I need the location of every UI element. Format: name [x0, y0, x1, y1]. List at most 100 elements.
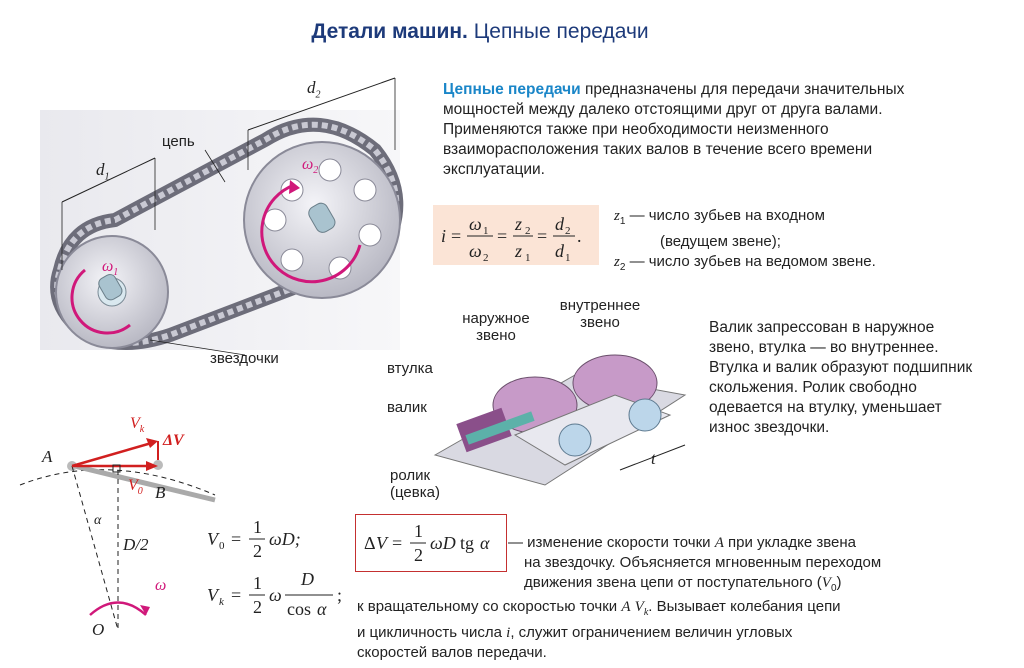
d2-label: d2 [307, 78, 321, 101]
vk-label: Vk [130, 415, 145, 436]
svg-text:tg: tg [460, 533, 474, 553]
intro-paragraph: Цепные передачи предназначены для переда… [443, 80, 963, 180]
svg-text:d: d [555, 214, 565, 234]
vk-vector [71, 440, 156, 468]
dv-label: ΔV [163, 432, 184, 449]
inner-link-label: внутреннее звено [559, 297, 641, 331]
pin-label: валик [387, 399, 427, 416]
link-description: Валик запрессован в наружное звено, втул… [709, 319, 973, 436]
chain-link-line [69, 462, 216, 503]
svg-text:=: = [231, 585, 241, 605]
chain-drive-illustration [40, 77, 404, 356]
svg-text:1: 1 [565, 252, 571, 264]
sectioned-pin [465, 411, 535, 445]
chain-links [54, 121, 400, 346]
chain-label: цепь [162, 133, 195, 150]
half-d-label: D/2 [123, 535, 149, 554]
intro-highlight: Цепные передачи [443, 81, 581, 98]
svg-text:2: 2 [414, 545, 423, 565]
alpha-label: α [94, 513, 102, 528]
delta-v-explanation-cont: к вращательному со скоростью точки A Vk.… [357, 598, 841, 661]
delta-v-explanation: — изменение скорости точки A при укладке… [508, 534, 882, 594]
svg-text:1: 1 [253, 517, 262, 537]
svg-text:1: 1 [414, 521, 423, 541]
svg-text:2: 2 [525, 225, 531, 237]
svg-text:V: V [207, 585, 220, 605]
svg-text:1: 1 [525, 252, 531, 264]
pitch-circle [19, 469, 216, 496]
svg-text:=: = [497, 226, 507, 246]
svg-text:1: 1 [253, 573, 262, 593]
svg-text:cos: cos [287, 599, 311, 619]
sprocket-leader [149, 339, 246, 356]
svg-text:2: 2 [253, 597, 262, 617]
chain-link-illustration [433, 354, 687, 486]
svg-text:α: α [317, 599, 327, 619]
svg-text:1: 1 [483, 225, 489, 237]
pin-hole-right [628, 398, 662, 432]
radius-OA [71, 465, 119, 631]
svg-text:V: V [376, 533, 389, 553]
pin-hole-left [558, 423, 592, 457]
omega2-arrow [260, 183, 362, 284]
roller-label: ролик (цевка) [390, 467, 440, 501]
d1-dimension [61, 157, 156, 203]
svg-text:V: V [207, 529, 220, 549]
svg-text:D: D [300, 569, 314, 589]
omega1-label: ω1 [102, 258, 119, 279]
svg-text:2: 2 [565, 225, 571, 237]
omega-label: ω [155, 577, 167, 594]
svg-text:0: 0 [219, 540, 225, 552]
outer-link-label: наружное звено [462, 310, 530, 344]
bushing-label: втулка [387, 360, 433, 377]
point-b-label: B [155, 483, 166, 502]
svg-text:ωD;: ωD; [269, 529, 301, 549]
pitch-label: t [651, 449, 656, 468]
v0-label: V0 [128, 477, 143, 498]
svg-text:α: α [480, 533, 490, 553]
z1-text: — число зубьев на входном [625, 207, 825, 224]
sprockets-label: звездочки [210, 350, 279, 367]
z2-text: — число зубьев на ведомом звене. [625, 253, 876, 270]
svg-text:Δ: Δ [364, 533, 376, 553]
pitch-dimension [619, 444, 686, 471]
svg-text:.: . [577, 226, 582, 246]
svg-text:i: i [441, 226, 446, 246]
svg-text:=: = [537, 226, 547, 246]
svg-text:=: = [451, 226, 461, 246]
kinematics-diagram [19, 438, 216, 631]
svg-text:=: = [231, 529, 241, 549]
title-normal: Цепные передачи [473, 20, 649, 43]
svg-text:k: k [219, 596, 225, 608]
svg-text:ω: ω [469, 214, 482, 234]
chain-leader [204, 149, 226, 183]
omega-arc [89, 601, 147, 616]
z1-cont: (ведущем звене); [660, 233, 781, 250]
d2-dimension [247, 77, 396, 131]
omega2-label: ω2 [302, 156, 319, 177]
svg-text:2: 2 [253, 541, 262, 561]
title-bold: Детали машин. [311, 20, 468, 43]
svg-text:ω: ω [469, 241, 482, 261]
svg-text:z: z [514, 241, 522, 261]
point-a-label: A [42, 447, 53, 466]
svg-text:ω: ω [269, 585, 282, 605]
small-sprocket [55, 235, 169, 349]
page-title: Детали машин. Цепные передачи [0, 20, 960, 44]
svg-text:d: d [555, 241, 565, 261]
large-sprocket [243, 141, 401, 299]
point-o-label: O [92, 620, 105, 639]
svg-text:z: z [514, 214, 522, 234]
ratio-legend: z1 — число зубьев на входном (ведущем зв… [614, 206, 974, 278]
svg-text:ωD: ωD [430, 533, 456, 553]
svg-text:;: ; [337, 585, 342, 605]
intro-text: предназначены для передачи значительных … [443, 81, 905, 178]
omega1-arrow [70, 268, 131, 335]
d1-label: d1 [96, 160, 110, 183]
svg-text:2: 2 [483, 252, 489, 264]
